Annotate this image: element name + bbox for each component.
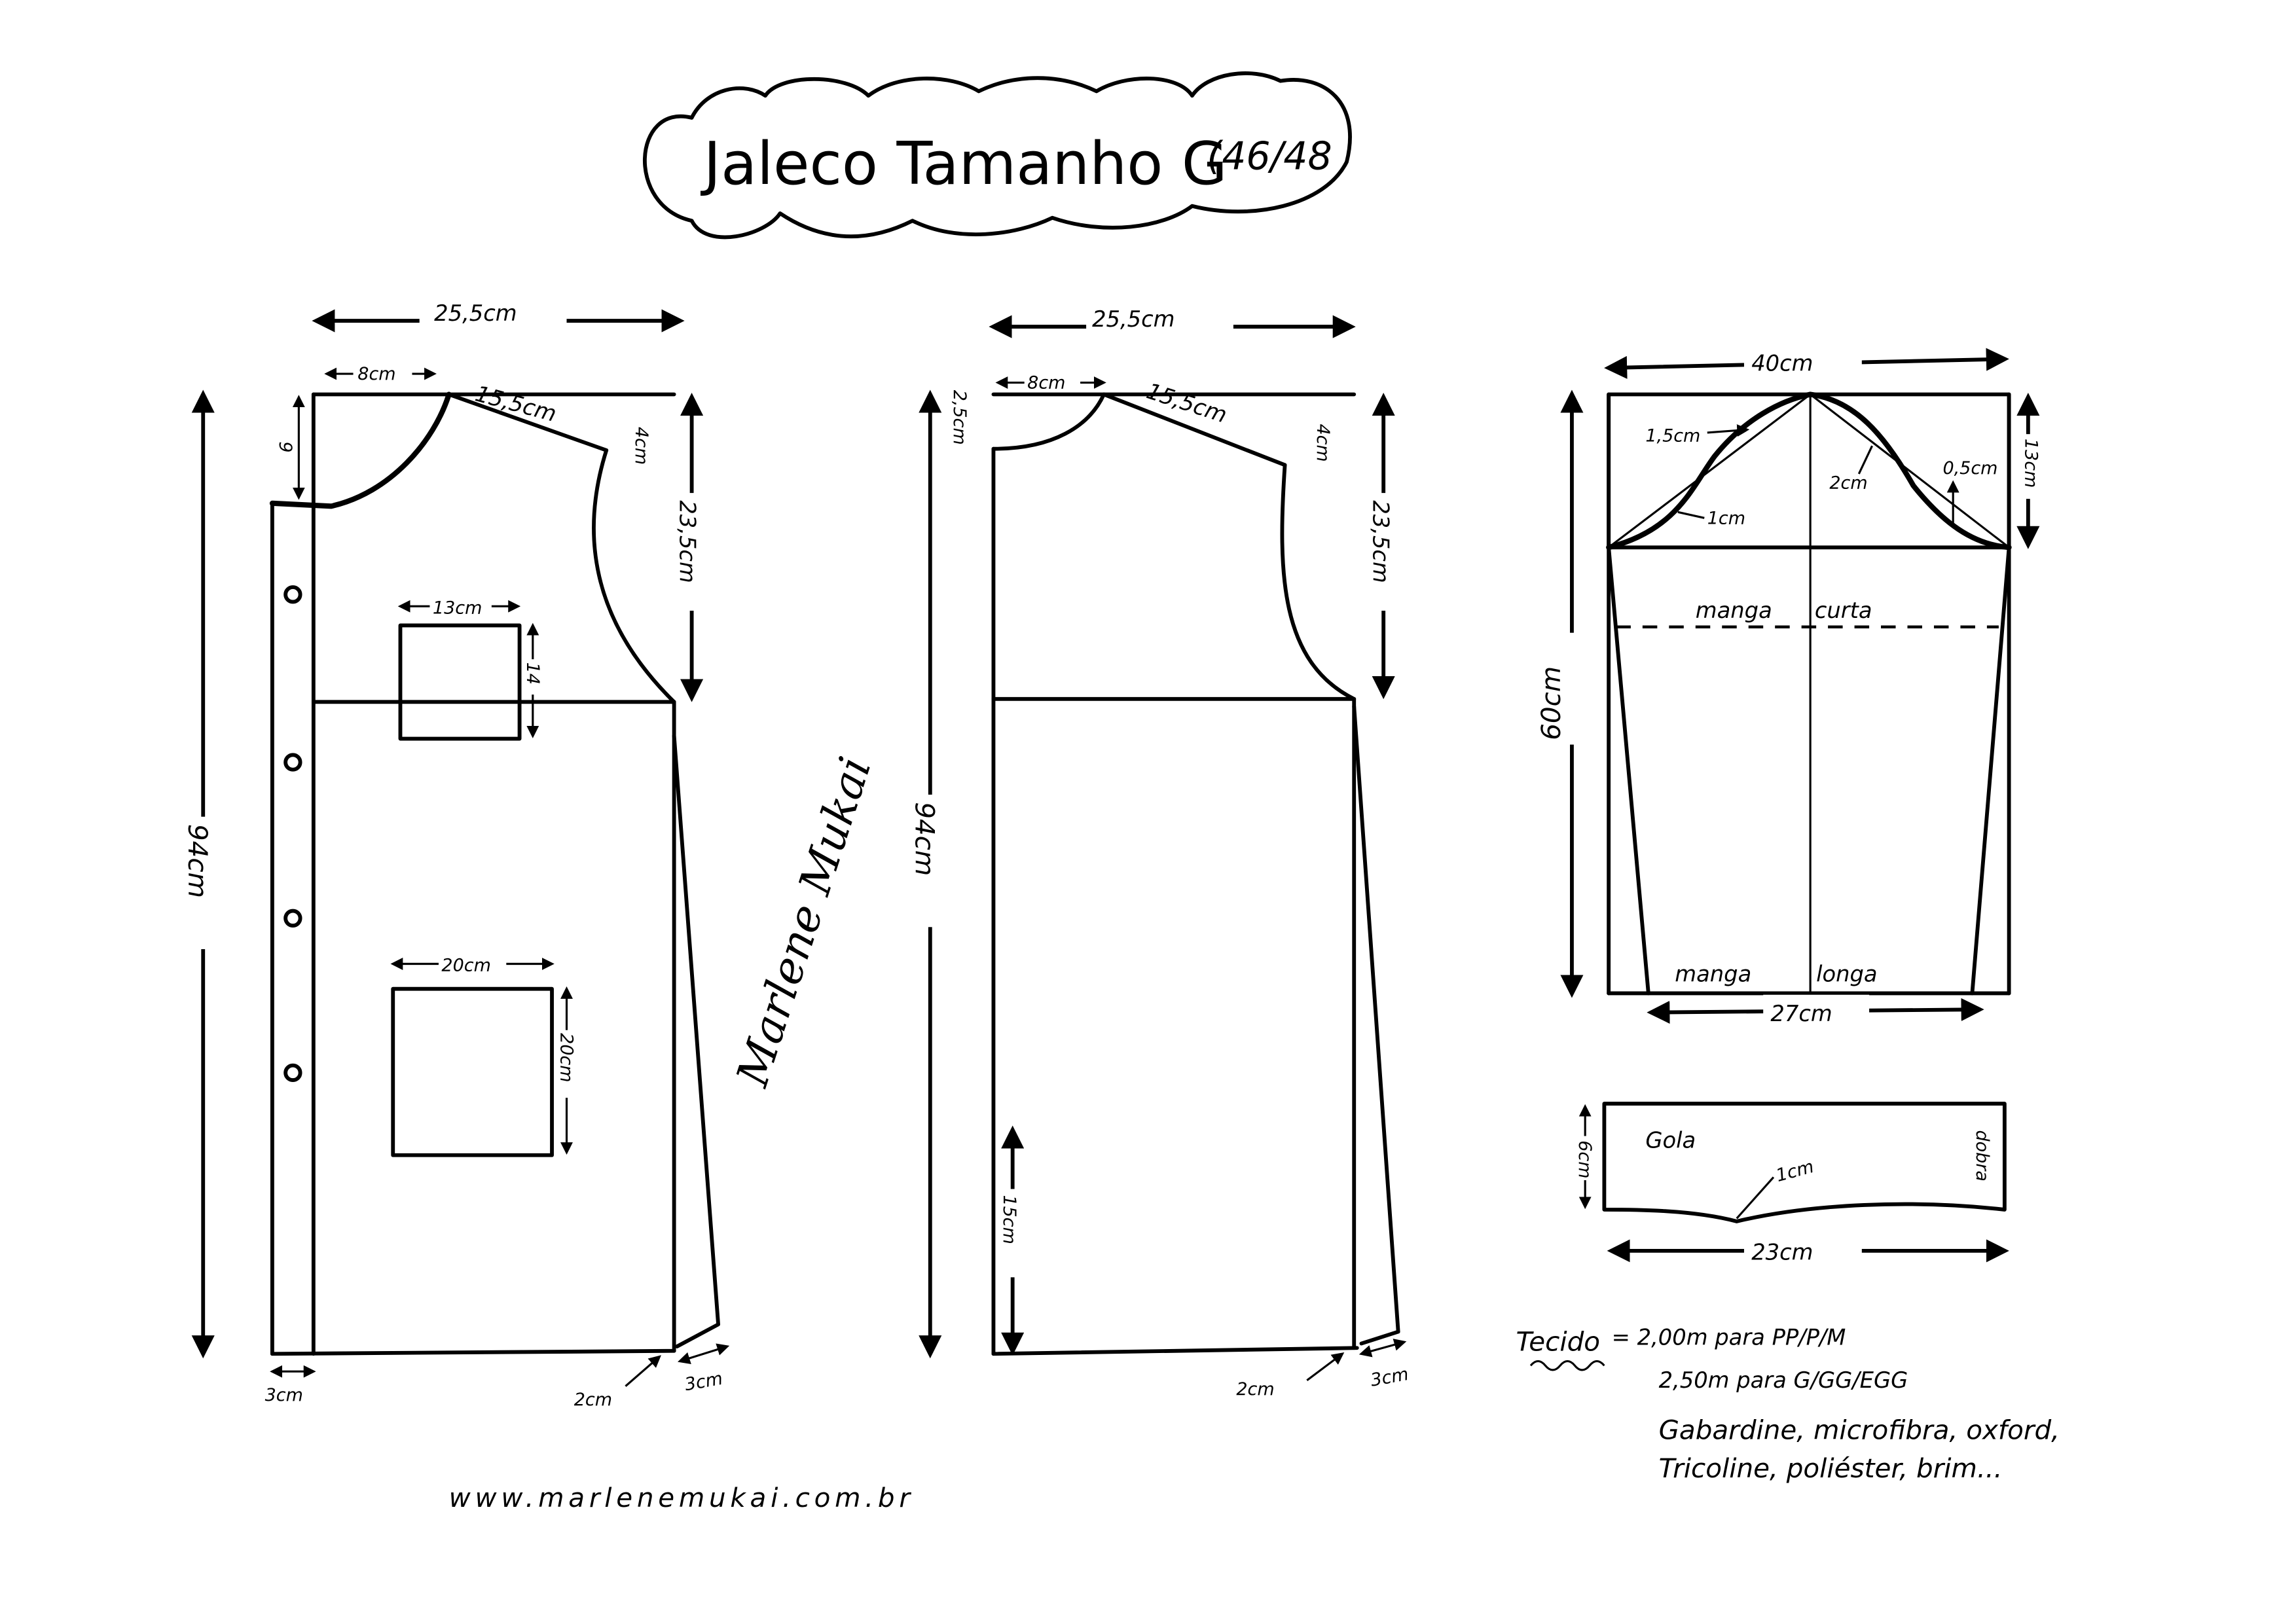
short-sleeve-label-a: manga (1696, 598, 1772, 623)
collar-width-label: 23cm (1751, 1239, 1813, 1265)
front-neck-depth-label: 9 (275, 441, 295, 452)
long-sleeve-label-b: longa (1816, 961, 1877, 986)
back-neck-width-label: 8cm (1027, 373, 1065, 393)
sleeve-cap-back-label: 2cm (1829, 473, 1867, 493)
fabric-notes: Tecido = 2,00m para PP/P/M 2,50m para G/… (1516, 1325, 2060, 1484)
collar-curve-label: 1cm (1774, 1157, 1815, 1186)
website-text: www.marlenemukai.com.br (449, 1482, 915, 1513)
front-width-label: 25,5cm (434, 300, 517, 326)
back-pattern-piece: 25,5cm 8cm 15,5cm 2,5cm 4cm 23,5cm 94cm … (903, 303, 1410, 1399)
collar-height-label: 6cm (1575, 1140, 1595, 1178)
collar-fold-label: dobra (1972, 1130, 1992, 1182)
sleeve-cap-back2-label: 0,5cm (1942, 458, 1997, 478)
front-length-label: 94cm (182, 824, 213, 898)
signature: Marlene Mukai (725, 751, 881, 1094)
fabric-line-2: 2,50m para G/GG/EGG (1659, 1367, 1908, 1393)
breast-pocket (398, 623, 522, 741)
back-shoulder-drop-label: 4cm (1313, 424, 1333, 461)
front-hem-rise-label: 2cm (574, 1390, 612, 1410)
fabric-line-3: Gabardine, microfibra, oxford, (1659, 1415, 2060, 1446)
back-shoulder-label: 15,5cm (1144, 378, 1230, 428)
front-placket-label: 3cm (265, 1385, 303, 1405)
sleeve-pattern-piece: 40cm 1,5cm 1cm 2cm 0,5cm 13cm manga curt… (1535, 338, 2046, 1028)
fabric-line-1: = 2,00m para PP/P/M (1612, 1325, 1846, 1350)
front-neck-width-label: 8cm (357, 364, 395, 384)
front-hem-flare-label: 3cm (683, 1369, 724, 1396)
sleeve-cap-in-label: 1cm (1707, 508, 1745, 528)
lower-pocket-width: 20cm (441, 956, 490, 976)
back-neck-depth-label: 2,5cm (949, 390, 970, 445)
button-hole-4 (283, 1063, 302, 1083)
back-hem-rise-label: 2cm (1236, 1379, 1274, 1399)
lower-pocket-height: 20cm (556, 1033, 577, 1082)
collar-pattern-piece: Gola 1cm 6cm dobra 23cm (1573, 1102, 2009, 1269)
short-sleeve-label-b: curta (1815, 598, 1872, 623)
back-vent-label: 15cm (999, 1195, 1019, 1244)
front-armhole-label: 23,5cm (675, 500, 701, 583)
lower-pocket (391, 986, 554, 1157)
fabric-line-4: Tricoline, poliéster, brim... (1659, 1453, 2003, 1484)
back-width-label: 25,5cm (1092, 306, 1175, 332)
title-size: (46/48 (1207, 134, 1332, 179)
title-cloud: Jaleco Tamanho G (46/48 (642, 71, 1352, 240)
breast-pocket-height: 14 (522, 662, 543, 685)
button-hole-2 (283, 753, 302, 772)
back-length-label: 94cm (909, 802, 940, 876)
breast-pocket-width: 13cm (433, 598, 482, 618)
sleeve-cuff-label: 27cm (1770, 1001, 1832, 1026)
sleeve-width-label: 40cm (1751, 351, 1813, 376)
front-shoulder-drop-label: 4cm (631, 427, 651, 465)
sleeve-length-label: 60cm (1535, 666, 1567, 740)
title-text: Jaleco Tamanho G (701, 130, 1228, 198)
sleeve-cap-out-label: 1,5cm (1645, 425, 1700, 446)
front-pattern-piece: 25,5cm 8cm 15,5cm 4cm 9 23,5cm 94cm (176, 294, 730, 1410)
fabric-label: Tecido (1516, 1326, 1601, 1358)
button-hole-3 (283, 909, 302, 928)
collar-label: Gola (1645, 1128, 1696, 1153)
back-hem-flare-label: 3cm (1369, 1364, 1410, 1391)
back-armhole-label: 23,5cm (1368, 500, 1393, 583)
button-hole-1 (283, 585, 302, 604)
sleeve-cap-height-label: 13cm (2020, 439, 2041, 488)
long-sleeve-label-a: manga (1675, 961, 1751, 986)
